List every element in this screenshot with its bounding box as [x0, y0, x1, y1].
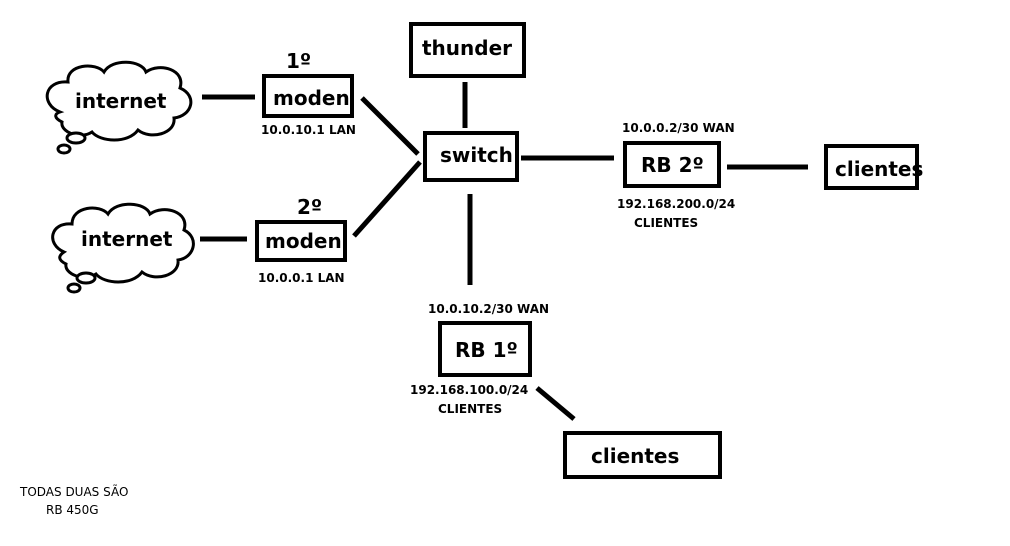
- clientes-right-label: clientes: [835, 157, 923, 181]
- clientes-right-node: clientes: [824, 144, 923, 190]
- clientes-bottom-label: clientes: [591, 444, 679, 468]
- rb-2-node: 10.0.0.2/30 WAN RB 2º 192.168.200.0/24 C…: [617, 121, 735, 230]
- connections: [200, 82, 808, 421]
- modem-1-label: moden: [273, 86, 350, 110]
- internet-label-2: internet: [81, 227, 173, 251]
- clientes-bottom-node: clientes: [563, 431, 722, 479]
- thunder-label: thunder: [422, 36, 512, 60]
- modem-2-lan-label: 10.0.0.1 LAN: [258, 271, 345, 285]
- rb-2-clients-label: CLIENTES: [634, 216, 698, 230]
- footnote: TODAS DUAS SÃO RB 450G: [19, 484, 128, 517]
- link-rb1-clientes: [535, 386, 576, 421]
- internet-label-1: internet: [75, 89, 167, 113]
- modem-1-node: 1º moden 10.0.10.1 LAN: [261, 49, 356, 137]
- footnote-line-1: TODAS DUAS SÃO: [19, 484, 128, 499]
- modem-2-node: 2º moden 10.0.0.1 LAN: [255, 195, 347, 285]
- footnote-line-2: RB 450G: [46, 503, 99, 517]
- rb-1-label: RB 1º: [455, 338, 518, 362]
- link-modem1-switch: [360, 96, 420, 156]
- internet-cloud-2: internet: [51, 202, 195, 294]
- rb-2-wan-label: 10.0.0.2/30 WAN: [622, 121, 735, 135]
- switch-node: switch: [423, 131, 519, 182]
- link-modem2-switch: [352, 160, 422, 238]
- internet-cloud-1: internet: [45, 60, 193, 155]
- modem-2-order-label: 2º: [297, 195, 322, 219]
- rb-2-network-label: 192.168.200.0/24: [617, 197, 735, 211]
- modem-2-label: moden: [265, 229, 342, 253]
- rb-2-box: [623, 141, 721, 188]
- modem-1-box: [262, 74, 354, 118]
- modem-1-lan-label: 10.0.10.1 LAN: [261, 123, 356, 137]
- clientes-bottom-box: [563, 431, 722, 479]
- switch-box: [423, 131, 519, 182]
- switch-label: switch: [440, 143, 513, 167]
- clientes-right-box: [824, 144, 919, 190]
- rb-1-network-label: 192.168.100.0/24: [410, 383, 528, 397]
- modem-2-box: [255, 220, 347, 262]
- thunder-node: thunder: [409, 22, 526, 78]
- rb-1-node: 10.0.10.2/30 WAN RB 1º 192.168.100.0/24 …: [410, 302, 549, 416]
- rb-1-clients-label: CLIENTES: [438, 402, 502, 416]
- modem-1-order-label: 1º: [286, 49, 311, 73]
- thunder-box: [409, 22, 526, 78]
- rb-1-box: [438, 321, 532, 377]
- rb-2-label: RB 2º: [641, 153, 704, 177]
- rb-1-wan-label: 10.0.10.2/30 WAN: [428, 302, 549, 316]
